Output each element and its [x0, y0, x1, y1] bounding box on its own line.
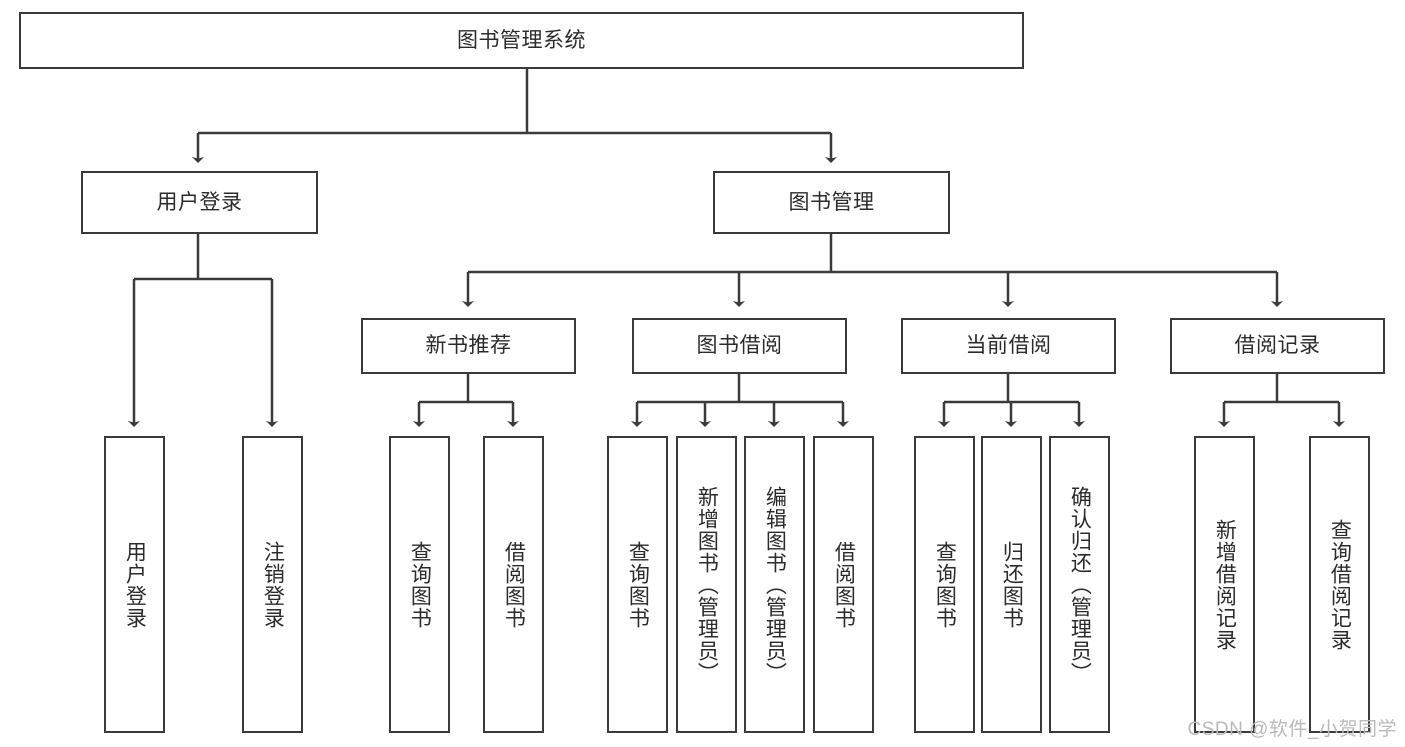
node-borrow-record[interactable]: 借阅记录 [1170, 318, 1385, 374]
node-current-borrow[interactable]: 当前借阅 [901, 318, 1116, 374]
leaf-query-book-2-label: 查询图书 [626, 540, 650, 629]
node-book-manage[interactable]: 图书管理 [713, 171, 950, 234]
leaf-query-record-label: 查询借阅记录 [1328, 518, 1352, 651]
node-new-book-recommend-label: 新书推荐 [425, 334, 512, 358]
watermark: CSDN @软件_小贺同学 [1187, 719, 1397, 740]
leaf-borrow-book-2-label: 借阅图书 [832, 540, 856, 629]
node-user-login-label: 用户登录 [156, 190, 243, 214]
leaf-query-record[interactable]: 查询借阅记录 [1309, 436, 1370, 733]
node-book-borrow-label: 图书借阅 [696, 334, 783, 358]
leaf-add-record[interactable]: 新增借阅记录 [1194, 436, 1255, 733]
node-root-label: 图书管理系统 [457, 28, 586, 52]
leaf-logout-login[interactable]: 注销登录 [242, 436, 303, 733]
leaf-query-book-3-label: 查询图书 [933, 540, 957, 629]
node-book-borrow[interactable]: 图书借阅 [632, 318, 847, 374]
leaf-query-book-3[interactable]: 查询图书 [914, 436, 975, 733]
leaf-confirm-return-label: 确认归还（管理员） [1068, 485, 1092, 684]
leaf-add-book-label: 新增图书（管理员） [695, 485, 719, 684]
leaf-add-record-label: 新增借阅记录 [1213, 518, 1237, 651]
node-book-manage-label: 图书管理 [788, 190, 875, 214]
leaf-borrow-book-2[interactable]: 借阅图书 [813, 436, 874, 733]
leaf-query-book-1-label: 查询图书 [408, 540, 432, 629]
leaf-edit-book-label: 编辑图书（管理员） [763, 485, 787, 684]
leaf-edit-book[interactable]: 编辑图书（管理员） [744, 436, 805, 733]
leaf-borrow-book-1-label: 借阅图书 [502, 540, 526, 629]
leaf-return-book-label: 归还图书 [1000, 540, 1024, 629]
leaf-add-book[interactable]: 新增图书（管理员） [676, 436, 737, 733]
node-user-login[interactable]: 用户登录 [81, 171, 318, 234]
leaf-query-book-2[interactable]: 查询图书 [607, 436, 668, 733]
node-root[interactable]: 图书管理系统 [19, 12, 1024, 69]
leaf-query-book-1[interactable]: 查询图书 [389, 436, 450, 733]
node-current-borrow-label: 当前借阅 [965, 334, 1052, 358]
leaf-return-book[interactable]: 归还图书 [981, 436, 1042, 733]
leaf-confirm-return[interactable]: 确认归还（管理员） [1049, 436, 1110, 733]
leaf-user-login-label: 用户登录 [123, 540, 147, 629]
node-new-book-recommend[interactable]: 新书推荐 [361, 318, 576, 374]
leaf-borrow-book-1[interactable]: 借阅图书 [483, 436, 544, 733]
node-borrow-record-label: 借阅记录 [1234, 334, 1321, 358]
leaf-logout-login-label: 注销登录 [261, 540, 285, 629]
leaf-user-login[interactable]: 用户登录 [104, 436, 165, 733]
